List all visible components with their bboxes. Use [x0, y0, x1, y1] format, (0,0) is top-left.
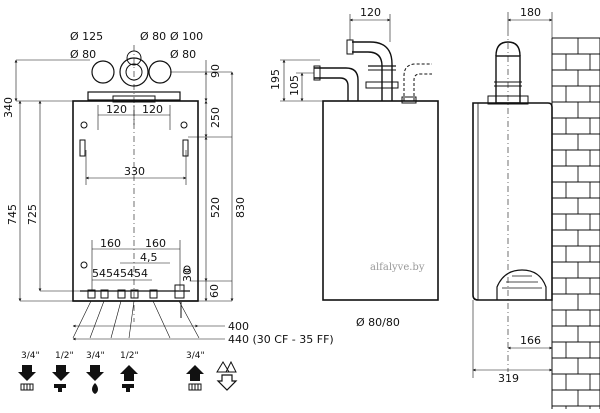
dia-80-left-label: Ø 80 [70, 48, 96, 61]
right-view [472, 12, 553, 378]
dia-80-right-label: Ø 80 [170, 48, 196, 61]
side-view-caption: Ø 80/80 [356, 316, 400, 329]
heating-return-icon [186, 365, 204, 391]
brick-courses [552, 37, 600, 409]
connection-legend: 3/4" 1/2" 3/4" 1/2" 3/4" [18, 351, 238, 394]
dia-100-label: Ø 100 [170, 30, 203, 43]
dim-180: 180 [520, 6, 541, 19]
side-view [280, 14, 439, 301]
dim-160-left: 160 [100, 237, 121, 250]
dim-250: 250 [209, 107, 222, 128]
watermark: alfalyve.by [370, 262, 425, 273]
dia-80-top-label: Ø 80 [140, 30, 166, 43]
cold-water-tap-icon [120, 365, 138, 392]
conn-size-4: 1/2" [120, 351, 139, 361]
conn-size-1: 3/4" [21, 351, 40, 361]
dim-90: 90 [209, 64, 222, 78]
flue-circle-80-small-left [91, 60, 115, 84]
heating-flow-icon [18, 365, 36, 391]
dim-330: 330 [124, 165, 145, 178]
dim-160-right: 160 [145, 237, 166, 250]
dim-725: 725 [26, 204, 39, 225]
dim-30: 30 [181, 268, 194, 282]
conn-size-3: 3/4" [86, 351, 105, 361]
dim-60: 60 [208, 284, 221, 298]
dim-120-left: 120 [106, 103, 127, 116]
brick-wall [551, 38, 600, 409]
dim-340: 340 [2, 97, 15, 118]
dim-54-1: 54 [92, 267, 106, 280]
dim-54-2: 54 [106, 267, 120, 280]
dim-520: 520 [209, 197, 222, 218]
boiler-casing-right [472, 102, 553, 301]
boiler-casing-side [322, 100, 439, 301]
conn-size-5: 3/4" [186, 351, 205, 361]
gas-flame-icon [86, 365, 104, 394]
front-view [14, 45, 234, 341]
dim-319: 319 [498, 372, 519, 385]
dim-195: 195 [269, 69, 282, 90]
hot-water-tap-icon [52, 365, 70, 392]
bottom-vent-opening [496, 269, 547, 300]
dim-120-side: 120 [360, 6, 381, 19]
dim-400: 400 [228, 320, 249, 333]
dia-125-label: Ø 125 [70, 30, 103, 43]
flue-circle-80-small-right [148, 60, 172, 84]
dim-830: 830 [234, 197, 247, 218]
front-view-labels: Ø 125 Ø 80 Ø 100 Ø 80 Ø 80 120 120 330 1… [2, 30, 334, 346]
dim-166: 166 [520, 334, 541, 347]
dim-440: 440 (30 CF - 35 FF) [228, 333, 334, 346]
dim-54-4: 54 [134, 267, 148, 280]
conn-size-2: 1/2" [55, 351, 74, 361]
dim-120-right: 120 [142, 103, 163, 116]
dim-105: 105 [288, 75, 301, 96]
dim-745: 745 [6, 204, 19, 225]
drain-icon [216, 360, 238, 391]
dim-4-5: 4,5 [140, 251, 158, 264]
side-view-labels: 120 195 105 Ø 80/80 [269, 6, 400, 329]
dim-54-3: 54 [120, 267, 134, 280]
right-view-labels: 180 166 319 [498, 6, 541, 385]
